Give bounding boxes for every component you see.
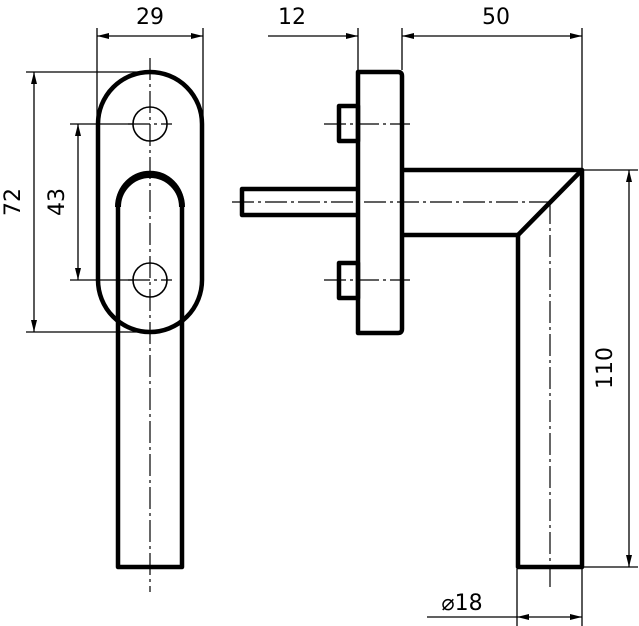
dim-plate-height: 72 [1, 188, 26, 216]
dim-lever-projection: 50 [482, 5, 510, 30]
lever-side-outline [402, 167, 585, 570]
side-view: 12 50 110 ⌀18 [232, 5, 638, 626]
rosette-side-outline [355, 69, 405, 336]
dim-rosette-offset: 12 [278, 5, 306, 30]
dim-plate-width: 29 [136, 5, 164, 30]
dim-hole-spacing: 43 [45, 188, 70, 216]
front-view: 29 72 43 [1, 5, 205, 592]
dim-lever-length: 110 [593, 347, 618, 389]
dim-lever-diameter: ⌀18 [441, 591, 482, 616]
